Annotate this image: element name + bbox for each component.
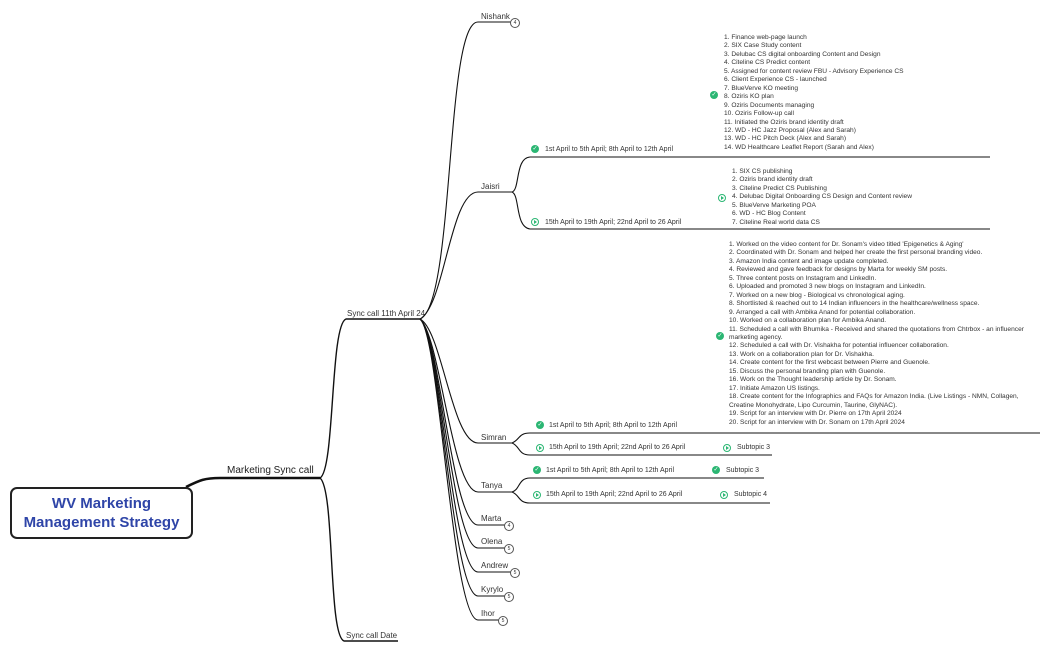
task-item: 10. Oziris Follow-up call xyxy=(724,110,794,118)
task-item: 9. Arranged a call with Ambika Anand for… xyxy=(729,308,916,316)
in-progress-icon xyxy=(531,218,539,226)
task-item: 3. Citeline Predict CS Publishing xyxy=(732,184,827,192)
period-topic[interactable]: 15th April to 19th April; 22nd April to … xyxy=(549,444,686,451)
person-olena[interactable]: Olena xyxy=(481,537,503,546)
task-item: 6. Client Experience CS - launched xyxy=(724,76,827,84)
person-simran[interactable]: Simran xyxy=(481,433,507,442)
person-ihor[interactable]: Ihor xyxy=(481,609,495,618)
task-item: 7. Worked on a new blog - Biological vs … xyxy=(729,291,905,299)
sync-call-date-topic[interactable]: Sync call Date xyxy=(346,631,398,640)
task-item: 6. WD - HC Blog Content xyxy=(732,210,806,218)
collapsed-count-badge[interactable]: 5 xyxy=(504,544,514,554)
in-progress-icon xyxy=(723,444,731,452)
task-item: 3. Delubac CS digital onboarding Content… xyxy=(724,50,881,58)
period-topic[interactable]: 1st April to 5th April; 8th April to 12t… xyxy=(545,146,674,153)
collapsed-count-badge[interactable]: 5 xyxy=(510,568,520,578)
marketing-sync-call-topic[interactable]: Marketing Sync call xyxy=(227,465,314,476)
task-item: 16. Work on the Thought leadership artic… xyxy=(729,376,897,384)
done-check-icon: ✓ xyxy=(712,466,720,474)
task-item: 1. Worked on the video content for Dr. S… xyxy=(729,241,964,248)
in-progress-icon xyxy=(536,444,544,452)
task-item: 7. Citeline Real world data CS xyxy=(732,218,820,226)
done-check-icon: ✓ xyxy=(531,145,539,153)
subtopic[interactable]: Subtopic 4 xyxy=(734,491,768,498)
task-item: 5. Assigned for content review FBU - Adv… xyxy=(724,67,904,75)
task-item: 4. Delubac Digital Onboarding CS Design … xyxy=(732,193,912,201)
collapsed-count-badge[interactable]: 5 xyxy=(504,592,514,602)
in-progress-icon xyxy=(533,491,541,499)
person-nishank[interactable]: Nishank xyxy=(481,12,510,21)
in-progress-icon xyxy=(720,491,728,499)
task-item: 13. Work on a collaboration plan for Dr.… xyxy=(729,350,874,358)
collapsed-count-badge[interactable]: 4 xyxy=(504,521,514,531)
task-item: 12. Scheduled a call with Dr. Vishakha f… xyxy=(729,342,949,350)
task-item: 7. BlueVerve KO meeting xyxy=(724,84,799,92)
task-item: 5. BlueVerve Marketing POA xyxy=(732,201,816,209)
subtopic[interactable]: Subtopic 3 xyxy=(737,444,771,451)
subtopic[interactable]: Subtopic 3 xyxy=(726,467,760,474)
simran-p1-task-list[interactable]: 1. Worked on the video content for Dr. S… xyxy=(729,241,1034,427)
person-marta[interactable]: Marta xyxy=(481,514,502,523)
done-check-icon: ✓ xyxy=(716,332,724,340)
task-item: 3. Amazon India content and image update… xyxy=(729,257,889,265)
period-topic[interactable]: 1st April to 5th April; 8th April to 12t… xyxy=(546,467,675,474)
root-title-line1: WV Marketing xyxy=(51,495,152,512)
task-item: 20. Script for an interview with Dr. Son… xyxy=(729,418,905,426)
task-item: 10. Worked on a collaboration plan for A… xyxy=(729,317,887,325)
task-item: 1. SIX CS publishing xyxy=(732,168,793,175)
task-item: 15. Discuss the personal branding plan w… xyxy=(729,367,886,375)
task-item: 6. Uploaded and promoted 3 new blogs on … xyxy=(729,283,926,291)
task-item: 2. Oziris brand identity draft xyxy=(732,176,813,184)
collapsed-count-badge[interactable]: 4 xyxy=(510,18,520,28)
period-topic[interactable]: 15th April to 19th April; 22nd April to … xyxy=(546,491,683,498)
task-item: 4. Reviewed and gave feedback for design… xyxy=(729,266,948,274)
person-jaisri[interactable]: Jaisri xyxy=(481,182,500,191)
jaisri-p2-task-list[interactable]: 1. SIX CS publishing 2. Oziris brand ide… xyxy=(732,168,912,227)
task-item: 8. Shortlisted & reached out to 14 India… xyxy=(729,300,980,308)
person-tanya[interactable]: Tanya xyxy=(481,481,503,490)
task-item: 2. SIX Case Study content xyxy=(724,42,802,50)
task-item: 11. Scheduled a call with Bhumika - Rece… xyxy=(729,325,1024,341)
person-andrew[interactable]: Andrew xyxy=(481,561,509,570)
task-item: 2. Coordinated with Dr. Sonam and helped… xyxy=(729,249,983,257)
task-item: 19. Script for an interview with Dr. Pie… xyxy=(729,410,902,418)
task-item: 11. Initiated the Oziris brand identity … xyxy=(724,118,844,126)
task-item: 8. Oziris KO plan xyxy=(724,93,774,101)
task-item: 4. Citeline CS Predict content xyxy=(724,59,811,67)
collapsed-count-badge[interactable]: 5 xyxy=(498,616,508,626)
period-topic[interactable]: 1st April to 5th April; 8th April to 12t… xyxy=(549,422,678,429)
task-item: 1. Finance web-page launch xyxy=(724,34,807,41)
done-check-icon: ✓ xyxy=(536,421,544,429)
sync-call-11-topic[interactable]: Sync call 11th April 24 xyxy=(347,309,426,318)
task-item: 12. WD - HC Jazz Proposal (Alex and Sara… xyxy=(724,126,856,134)
task-item: 13. WD - HC Pitch Deck (Alex and Sarah) xyxy=(724,135,847,143)
in-progress-icon xyxy=(718,194,726,202)
task-item: 14. Create content for the first webcast… xyxy=(729,359,930,367)
done-check-icon: ✓ xyxy=(710,91,718,99)
root-topic[interactable]: WV Marketing Management Strategy xyxy=(10,487,193,539)
person-kyrylo[interactable]: Kyrylo xyxy=(481,585,504,594)
period-topic[interactable]: 15th April to 19th April; 22nd April to … xyxy=(545,219,682,226)
done-check-icon: ✓ xyxy=(533,466,541,474)
root-title-line2: Management Strategy xyxy=(23,514,180,531)
task-item: 9. Oziris Documents managing xyxy=(724,101,815,109)
task-item: 18. Create content for the Infographics … xyxy=(729,393,1019,409)
task-item: 5. Three content posts on Instagram and … xyxy=(729,274,877,282)
task-item: 14. WD Healthcare Leaflet Report (Sarah … xyxy=(724,143,874,151)
task-item: 17. Initiate Amazon US listings. xyxy=(729,384,820,392)
jaisri-p1-task-list[interactable]: 1. Finance web-page launch 2. SIX Case S… xyxy=(724,34,904,152)
